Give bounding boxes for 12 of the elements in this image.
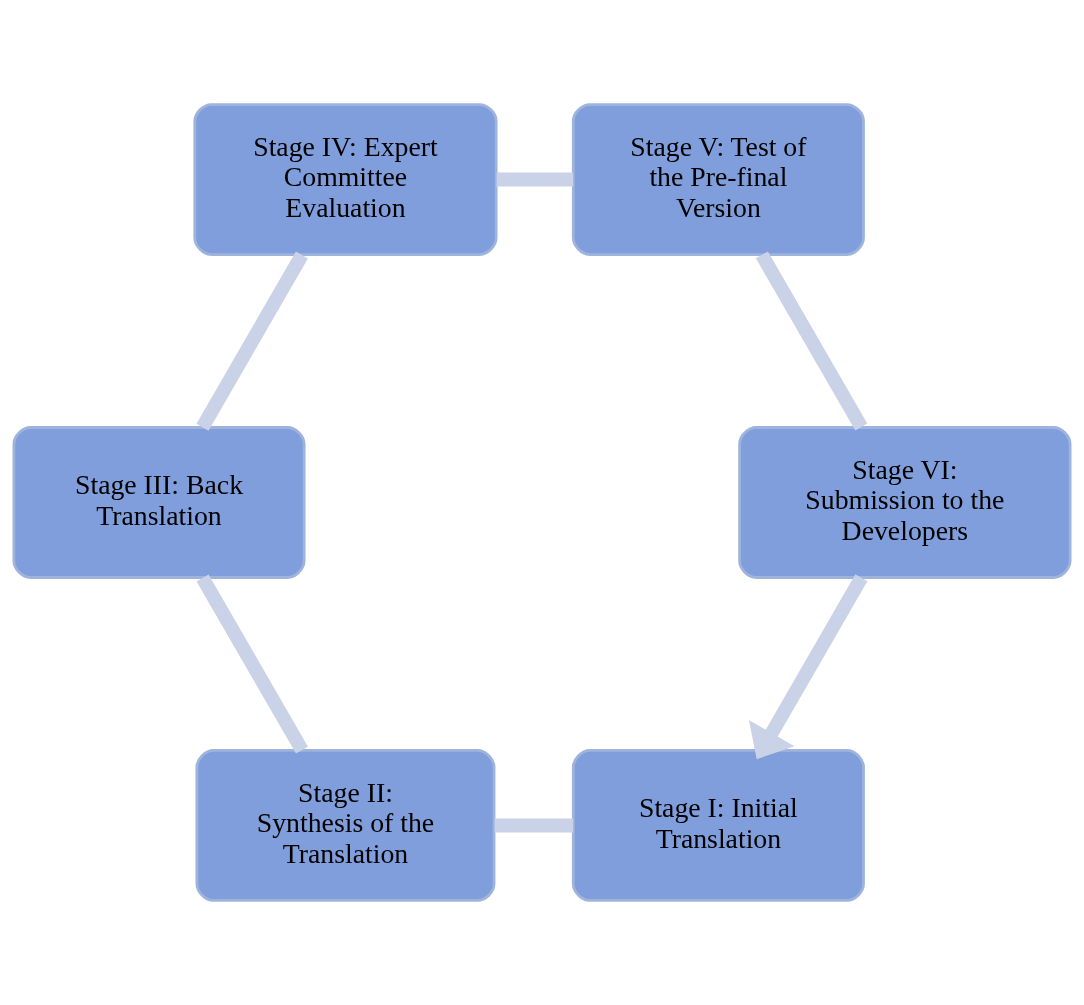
arrow xyxy=(748,574,868,760)
connector xyxy=(496,172,574,187)
connector xyxy=(196,251,308,431)
node-box: Stage VI: Submission to the Developers xyxy=(738,426,1072,579)
connector xyxy=(494,818,574,833)
connector xyxy=(755,251,868,431)
node-box: Stage V: Test of the Pre-final Version xyxy=(571,103,865,256)
node-box: Stage I: Initial Translation xyxy=(571,749,865,902)
node-box: Stage III: Back Translation xyxy=(12,426,306,579)
node-box: Stage IV: Expert Committee Evaluation xyxy=(193,103,498,256)
connector xyxy=(196,574,308,754)
node-box: Stage II: Synthesis of the Translation xyxy=(195,749,496,902)
